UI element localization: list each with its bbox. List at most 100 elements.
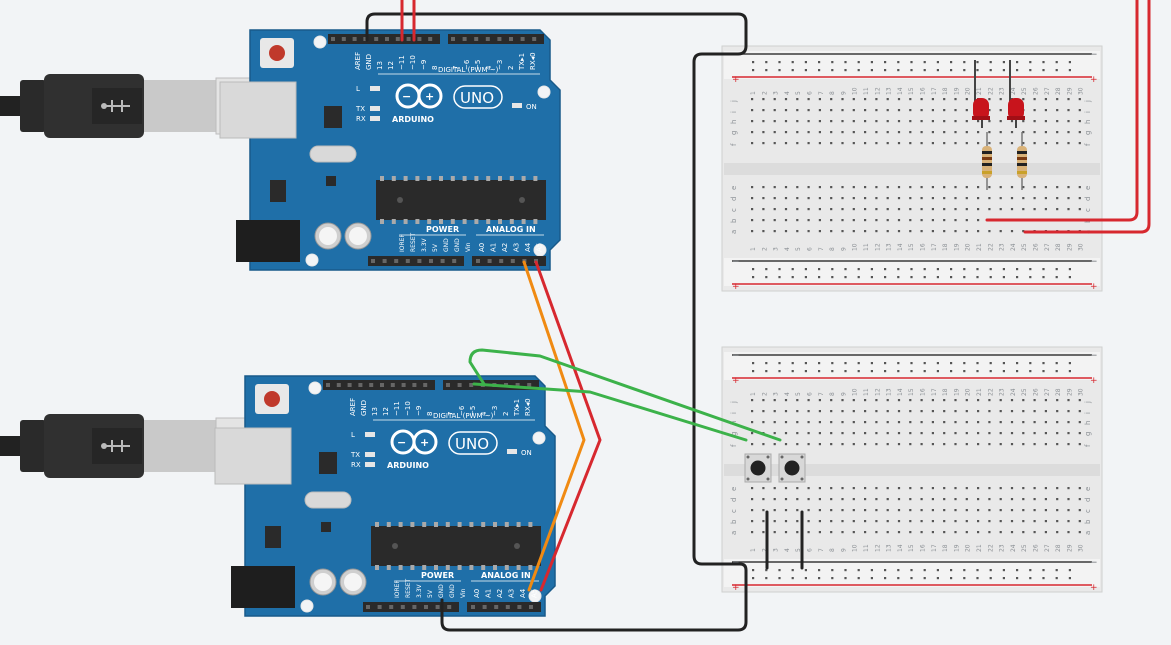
column-number: 29: [1066, 388, 1073, 396]
row-letter: a: [730, 230, 738, 234]
column-number: 25: [1021, 243, 1028, 251]
column-number: 13: [886, 544, 893, 552]
row-letter: d: [1084, 197, 1092, 201]
rail-plus-label: +: [1090, 583, 1098, 593]
wire-green-2[interactable]: [472, 382, 748, 442]
wire-green-1[interactable]: [468, 348, 782, 442]
column-number: 26: [1033, 243, 1040, 251]
breadboard-bottom[interactable]: −+−+−+−+11223344556677889910101111121213…: [721, 346, 1103, 593]
breadboard-top[interactable]: −+−+−+−+11223344556677889910101111121213…: [721, 45, 1103, 292]
column-number: 29: [1066, 243, 1073, 251]
wire-black-gnd[interactable]: [365, 12, 748, 632]
column-number: 30: [1078, 87, 1085, 95]
rail-minus-label: −: [732, 351, 740, 361]
column-number: 28: [1055, 243, 1062, 251]
column-number: 7: [818, 247, 825, 251]
column-number: 7: [818, 392, 825, 396]
digital-pin-label: 8: [431, 66, 439, 70]
column-number: 21: [976, 544, 983, 552]
row-letter: j: [1084, 401, 1092, 404]
digital-pin-label: ~5: [469, 406, 477, 416]
digital-pin-label: ~5: [474, 60, 482, 70]
row-letter: i: [730, 412, 738, 414]
column-number: 6: [807, 392, 814, 396]
column-number: 12: [874, 388, 881, 396]
digital-pin-label: 7: [452, 66, 460, 70]
digital-pin-label: 4: [480, 411, 488, 416]
column-number: 10: [852, 243, 859, 251]
column-number: 24: [1010, 87, 1017, 95]
led-red[interactable]: [972, 98, 990, 120]
rail-plus-label: +: [732, 75, 740, 85]
column-number: 25: [1021, 87, 1028, 95]
column-number: 6: [807, 247, 814, 251]
power-pin-label: RESET: [410, 232, 417, 252]
column-number: 21: [976, 87, 983, 95]
rail-plus-label: +: [1090, 282, 1098, 292]
analog-pin-label: A5: [536, 243, 544, 252]
column-number: 21: [976, 388, 983, 396]
analog-pin-label: A3: [513, 243, 521, 252]
rail-plus-label: +: [1090, 376, 1098, 386]
digital-pin-label: RX◂0: [529, 52, 537, 70]
column-number: 19: [953, 544, 960, 552]
analog-pin-label: A3: [508, 589, 516, 598]
column-number: 27: [1044, 87, 1051, 95]
column-number: 5: [795, 91, 802, 95]
digital-pin-label: AREF: [354, 52, 362, 70]
column-number: 17: [931, 388, 938, 396]
row-letter: f: [1084, 444, 1092, 447]
row-letter: c: [1084, 208, 1092, 212]
power-header-label: POWER: [426, 225, 459, 234]
column-number: 28: [1055, 87, 1062, 95]
column-number: 20: [965, 388, 972, 396]
column-number: 1: [750, 91, 757, 95]
column-number: 9: [840, 548, 847, 552]
column-number: 14: [897, 243, 904, 251]
row-letter: c: [1084, 509, 1092, 513]
rail-plus-label: +: [732, 583, 740, 593]
column-number: 7: [818, 91, 825, 95]
row-letter: g: [730, 131, 738, 135]
row-letter: h: [1084, 421, 1092, 425]
column-number: 18: [942, 388, 949, 396]
digital-pin-label: GND: [360, 400, 368, 416]
column-number: 11: [863, 388, 870, 396]
column-number: 7: [818, 548, 825, 552]
digital-pin-label: ~3: [496, 60, 504, 70]
push-button[interactable]: [744, 453, 772, 483]
digital-pin-label: 12: [382, 407, 390, 416]
row-letter: d: [730, 197, 738, 201]
row-letter: e: [1084, 186, 1092, 190]
column-number: 14: [897, 544, 904, 552]
digital-pin-label: GND: [365, 54, 373, 70]
power-pin-label: GND: [454, 238, 461, 252]
digital-pin-label: 7: [447, 412, 455, 416]
led-red[interactable]: [1007, 98, 1025, 120]
column-number: 16: [920, 388, 927, 396]
column-number: 4: [784, 247, 791, 251]
column-number: 8: [829, 392, 836, 396]
row-letter: a: [730, 531, 738, 535]
resistor[interactable]: [1017, 132, 1027, 190]
wire-red-right-2[interactable]: [1023, 0, 1151, 234]
wire-red-a5[interactable]: [534, 260, 602, 592]
column-number: 12: [874, 544, 881, 552]
components-layer: [744, 60, 1027, 483]
power-pin-label: RESET: [405, 578, 412, 598]
digital-pin-label: RX◂0: [524, 398, 532, 416]
push-button[interactable]: [778, 453, 806, 483]
column-number: 27: [1044, 243, 1051, 251]
column-number: 8: [829, 548, 836, 552]
analog-pin-label: A2: [496, 589, 504, 598]
digital-pin-label: 8: [426, 412, 434, 416]
wire-orange-a4[interactable]: [522, 260, 586, 592]
wire-red-right-1[interactable]: [985, 0, 1139, 222]
infinity-logo-icon: −: [402, 90, 411, 103]
rail-minus-label: −: [732, 257, 740, 267]
power-pin-label: Vin: [465, 242, 472, 252]
resistor[interactable]: [982, 132, 992, 190]
